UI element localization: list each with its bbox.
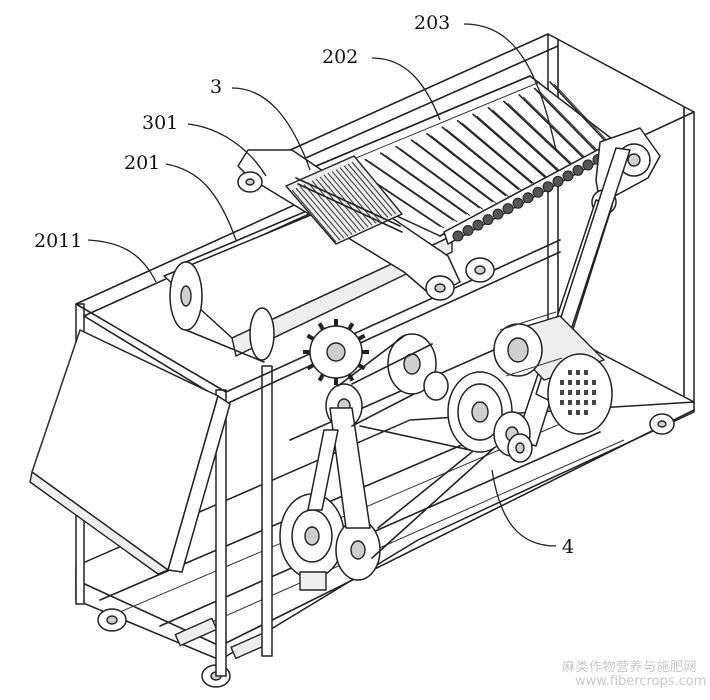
callout-201: 201 xyxy=(124,152,161,174)
caster-wheels xyxy=(97,413,675,688)
callout-202: 202 xyxy=(322,46,359,68)
feed-hopper xyxy=(29,329,231,575)
callout-301: 301 xyxy=(142,112,179,134)
lower-drive xyxy=(279,319,471,591)
comb-assembly-3 xyxy=(237,149,495,301)
drive-belts xyxy=(337,335,495,559)
callout-203: 203 xyxy=(414,12,451,34)
callout-3: 3 xyxy=(210,76,223,98)
callout-4: 4 xyxy=(562,536,575,558)
watermark-url: www.fibercrops.com xyxy=(575,674,707,689)
callout-2011: 2011 xyxy=(34,230,83,252)
motor xyxy=(493,311,613,435)
watermark-title: 麻类作物营养与施肥网 xyxy=(562,660,698,675)
chain-203 xyxy=(443,139,617,245)
pulley-drive-4 xyxy=(387,333,533,463)
callout-leaders xyxy=(87,23,557,547)
